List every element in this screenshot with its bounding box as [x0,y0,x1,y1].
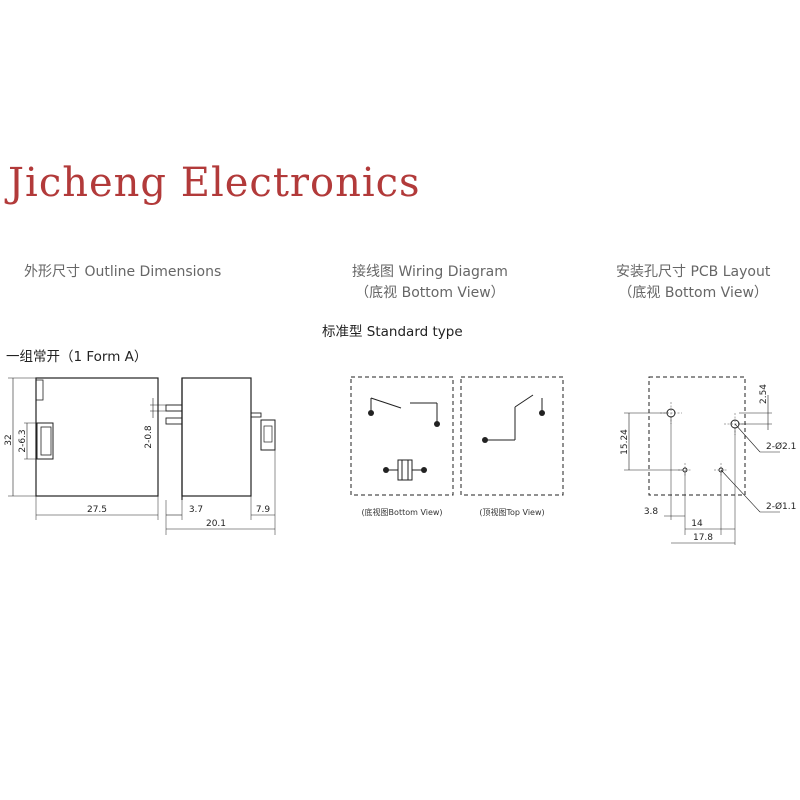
top-switch-arm [514,394,534,408]
bottom-coil-pin-left [383,467,389,473]
bottom-coil-box [397,459,413,481]
relay-front-view: 32 2-6.3 27.5 [4,377,159,520]
bottom-switch-arm [370,397,402,409]
dim-pcb-offset: 3.8 [644,507,659,517]
outline-header: 外形尺寸 Outline Dimensions [24,262,221,283]
dim-depth: 20.1 [206,519,226,529]
wiring-top-frame [460,376,564,496]
outline-header-en: Outline Dimensions [84,264,222,280]
front-terminal-inner [40,426,52,456]
wiring-header: 接线图 Wiring Diagram （底视 Bottom View） [352,262,508,304]
pcb-outline [648,376,746,496]
dim-pin-pair-front: 2-6.3 [18,429,28,452]
wiring-view-label: （底视 Bottom View） [355,285,505,301]
dim-pcb-pitch: 2.54 [759,384,769,404]
pcb-view-label: （底视 Bottom View） [618,285,768,301]
wiring-header-en: Wiring Diagram [398,264,508,280]
dim-width: 27.5 [87,505,107,515]
bottom-coil-pin-right [421,467,427,473]
pcb-header-en: PCB Layout [690,264,771,280]
wiring-bottom-view [350,376,454,496]
side-terminal-stem [250,412,262,418]
side-terminal-blade [260,419,276,451]
dim-pcb-total: 17.8 [693,533,713,543]
side-terminal-hole [263,425,273,443]
dim-height: 32 [4,434,14,445]
wiring-header-cn: 接线图 [352,264,394,280]
wiring-bottom-frame [350,376,454,496]
pcb-centerlines [660,402,746,477]
form-a-label: 一组常开（1 Form A） [6,349,148,365]
wiring-bottom-caption: (底视图Bottom View) [361,507,442,517]
dim-terminal: 7.9 [256,505,271,515]
relay-side-body [181,377,252,497]
front-terminal-outer [36,422,54,460]
pcb-leader-large [734,423,761,453]
dim-pin-offset: 3.7 [189,505,203,515]
dim-pcb-large-hole: 2-Ø2.1 [766,441,796,452]
dim-pcb-small-hole: 2-Ø1.1 [766,501,796,512]
dim-pcb-span: 14 [691,519,703,529]
dim-pcb-row-spacing: 15.24 [620,429,630,455]
side-coil-pin-bottom [165,417,183,425]
pcb-leader-small [720,469,761,513]
dim-pin-pair-side: 2-0.8 [144,425,154,449]
wiring-top-caption: (顶视图Top View) [479,507,544,517]
outline-header-cn: 外形尺寸 [24,264,80,280]
wiring-top-view [460,376,564,496]
brand-title: Jicheng Electronics [8,160,421,206]
relay-front-notch [35,379,44,401]
relay-side-view: 2-0.8 3.7 7.9 20.1 [144,377,276,535]
relay-front-body [35,377,159,497]
standard-type-label: 标准型 Standard type [322,324,463,340]
side-coil-pin-top [165,404,183,412]
pcb-header: 安装孔尺寸 PCB Layout （底视 Bottom View） [616,262,770,304]
pcb-layout: 15.24 2.54 2-Ø2.1 2-Ø1.1 3.8 14 17.8 [620,376,796,545]
pcb-header-cn: 安装孔尺寸 [616,264,686,280]
